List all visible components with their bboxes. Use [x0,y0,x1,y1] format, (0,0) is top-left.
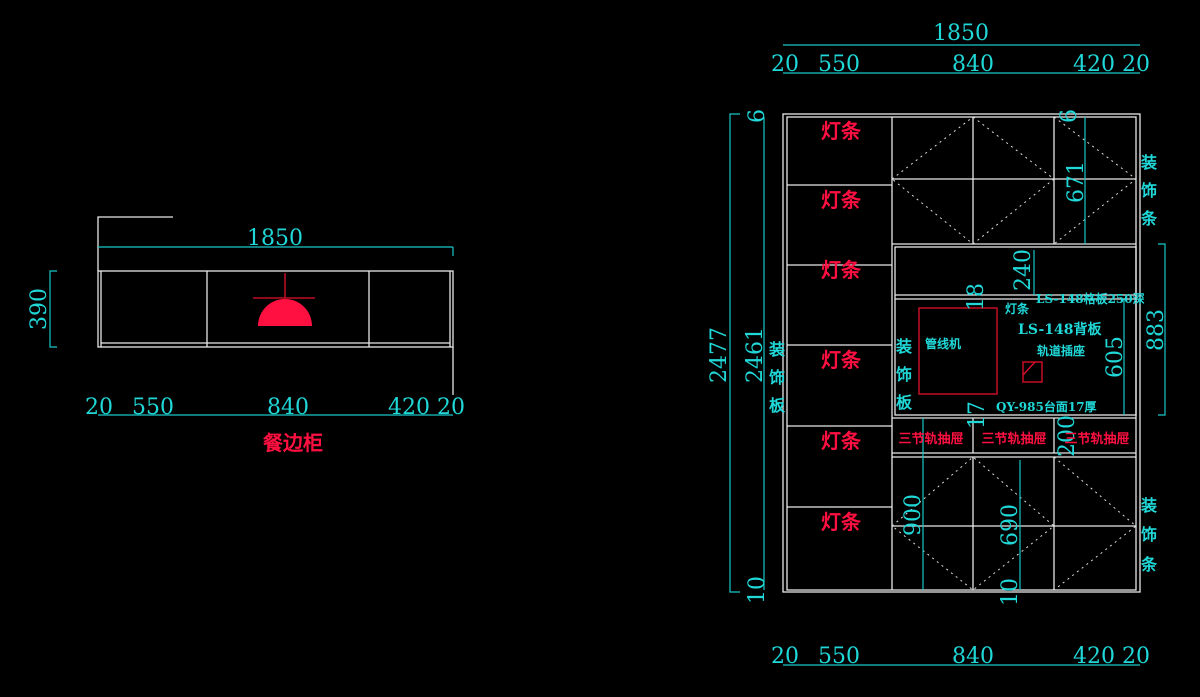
svg-text:550: 550 [132,395,174,420]
sideboard-title: 餐边柜 [263,431,323,455]
dim-segments: 20 550 840 420 20 [85,395,465,420]
svg-text:板: 板 [896,393,913,412]
svg-text:20: 20 [437,395,465,420]
wall-cabinet-elevation: 1850 20 550 840 420 20 20 550 840 420 20… [707,21,1169,669]
svg-text:10: 10 [745,576,770,604]
svg-text:900: 900 [901,494,926,536]
svg-text:200: 200 [1055,415,1080,457]
countertop-label: QY-985台面17厚 [996,399,1097,414]
svg-text:20: 20 [1122,52,1150,77]
svg-text:420: 420 [1073,644,1115,669]
svg-text:装: 装 [768,340,785,359]
drawer-label: 三节轨抽屉 [898,431,963,447]
svg-text:2477: 2477 [707,327,732,383]
decor-strip-label-bottom: 装 饰 条 [1140,496,1158,574]
shelf-label: LS-148格板250深 [1036,291,1145,306]
svg-text:840: 840 [952,52,994,77]
svg-text:550: 550 [818,644,860,669]
svg-text:690: 690 [998,504,1023,546]
pendant-lamp-icon [253,273,315,326]
svg-text:550: 550 [818,52,860,77]
light-strip-labels: 灯条 灯条 灯条 灯条 灯条 灯条 [821,119,862,534]
svg-text:2461: 2461 [743,327,768,383]
svg-text:671: 671 [1064,161,1089,203]
svg-text:灯条: 灯条 [821,258,862,282]
svg-text:灯条: 灯条 [821,429,862,453]
appliance-label: 管线机 [925,336,961,351]
svg-text:390: 390 [27,288,52,330]
svg-text:饰: 饰 [1141,181,1157,200]
svg-text:17: 17 [965,401,990,429]
svg-text:18: 18 [964,283,989,311]
svg-text:240: 240 [1011,249,1036,291]
svg-text:灯条: 灯条 [821,348,862,372]
svg-text:420: 420 [388,395,430,420]
svg-text:6: 6 [745,109,770,123]
svg-text:1850: 1850 [933,21,989,46]
svg-text:装: 装 [1140,153,1157,172]
drawer-label: 三节轨抽屉 [1064,431,1129,447]
svg-text:20: 20 [771,644,799,669]
svg-text:605: 605 [1103,336,1128,378]
svg-text:10: 10 [998,578,1023,606]
sideboard-elevation: 1850 390 20 550 840 420 20 餐边柜 [27,216,465,455]
svg-text:饰: 饰 [896,365,912,384]
dim-1850: 1850 [98,226,454,256]
decor-strip-label-top: 装 饰 条 [1140,153,1158,228]
decor-panel-label-outer: 装 饰 板 [768,340,786,415]
svg-text:饰: 饰 [1141,525,1157,544]
svg-text:饰: 饰 [769,368,785,387]
svg-text:条: 条 [1140,209,1158,228]
svg-text:装: 装 [895,337,912,356]
svg-text:灯条: 灯条 [821,119,862,143]
svg-text:1850: 1850 [247,226,303,251]
svg-text:20: 20 [85,395,113,420]
socket-label: 轨道插座 [1037,343,1085,358]
svg-text:板: 板 [769,396,786,415]
svg-text:灯条: 灯条 [821,510,862,534]
socket-icon [1022,361,1043,383]
drawer-label: 三节轨抽屉 [981,431,1046,447]
svg-text:条: 条 [1140,555,1158,574]
svg-text:20: 20 [771,52,799,77]
svg-text:灯条: 灯条 [821,188,862,212]
back-panel-label: LS-148背板 [1018,321,1103,338]
svg-text:840: 840 [267,395,309,420]
svg-text:6: 6 [1057,109,1082,123]
dim-390: 390 [27,270,57,348]
svg-text:883: 883 [1144,309,1169,351]
small-light-label: 灯条 [1005,301,1030,316]
svg-text:420: 420 [1073,52,1115,77]
decor-panel-label-inner: 装 饰 板 [895,337,913,412]
svg-text:20: 20 [1122,644,1150,669]
svg-text:840: 840 [952,644,994,669]
svg-text:装: 装 [1140,496,1157,515]
